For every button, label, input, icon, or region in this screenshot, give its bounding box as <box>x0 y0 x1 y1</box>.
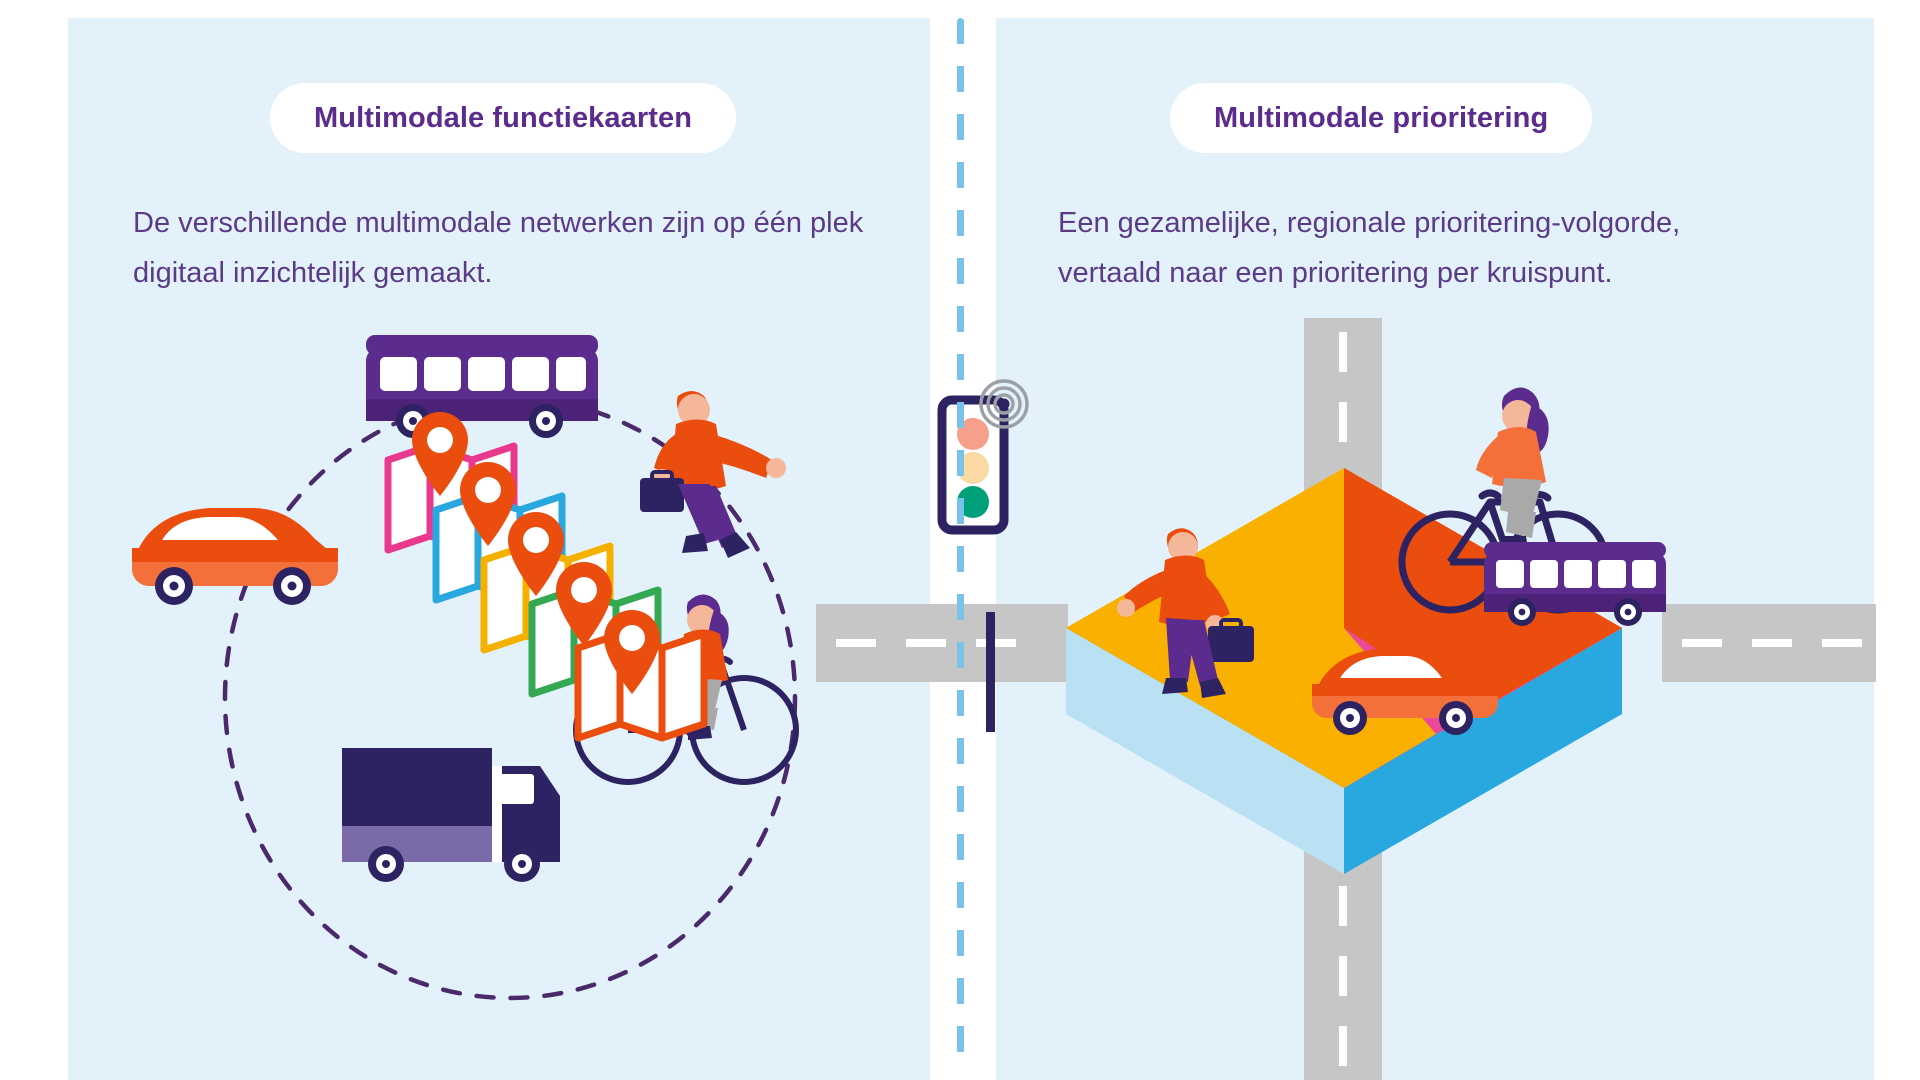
truck-icon <box>342 748 560 882</box>
panel-left-arrow-notch <box>68 486 70 610</box>
traffic-light-pole <box>986 612 995 732</box>
signal-emitter-dot <box>998 398 1010 410</box>
amber-light <box>957 452 989 484</box>
road-marking-right <box>1682 639 1862 647</box>
platform-side-faces <box>1066 628 1622 874</box>
bus-on-quadrant <box>1484 542 1666 626</box>
panel-multimodale-prioritering: Multimodale prioritering Een gezamelijke… <box>816 18 1876 1080</box>
pedestrian-on-quadrant <box>1117 528 1254 698</box>
illustration-multimodal-network-circle <box>128 335 888 1038</box>
map-pin-icon <box>604 610 660 694</box>
panel-right-title-pill: Multimodale prioritering <box>1170 83 1593 153</box>
road-horizontal-left <box>816 604 1068 682</box>
car-icon <box>132 508 338 605</box>
panel-left-title-pill: Multimodale functiekaarten <box>270 83 737 153</box>
panel-right-title: Multimodale prioritering <box>1214 101 1549 134</box>
green-light <box>957 486 989 518</box>
panel-left-body: De verschillende multimodale netwerken z… <box>133 207 864 289</box>
car-on-quadrant <box>1312 648 1498 735</box>
pedestrian-icon <box>640 391 786 558</box>
map-pin-icon <box>412 412 468 496</box>
red-light <box>957 418 989 450</box>
panel-left-title: Multimodale functiekaarten <box>314 101 693 134</box>
map-pin-icon <box>508 512 564 596</box>
bus-icon <box>366 335 598 438</box>
folded-maps-icon <box>384 412 708 742</box>
map-pin-icon <box>556 562 612 646</box>
map-pin-icon <box>460 462 516 546</box>
illustration-isometric-intersection <box>816 318 1876 1080</box>
signal-wave-icon <box>979 379 1029 429</box>
panel-multimodale-functiekaarten: Multimodale functiekaarten De verschille… <box>68 18 930 1080</box>
road-marking-left <box>836 639 1016 647</box>
panel-right-body: Een gezamelijke, regionale prioritering-… <box>1058 207 1681 289</box>
road-horizontal-right <box>1662 604 1876 682</box>
panel-divider <box>957 18 964 1062</box>
